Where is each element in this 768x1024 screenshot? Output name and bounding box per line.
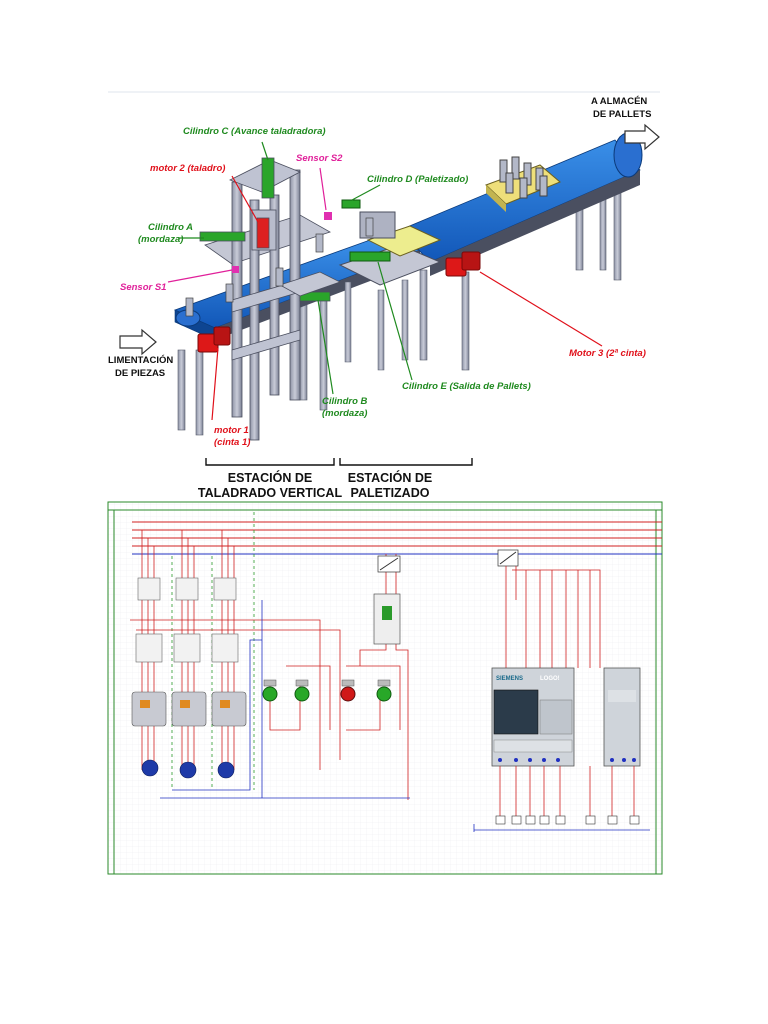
station-brackets	[205, 458, 473, 466]
palletizing-station	[338, 199, 442, 371]
label-store-line-2: DE PALLETS	[593, 109, 652, 120]
station-palletizing-line-1: ESTACIÓN DE	[347, 471, 433, 485]
store-arrow	[624, 123, 660, 151]
machine-illustration	[108, 91, 660, 466]
label-feed-line-2: DE PIEZAS	[115, 368, 166, 379]
feed-arrow	[119, 328, 157, 356]
station-palletizing-line-2: PALETIZADO	[350, 486, 430, 500]
circuit-breaker	[373, 549, 519, 645]
station-palletizing: ESTACIÓN DE PALETIZADO	[330, 471, 450, 501]
plc-model: LOGO!	[540, 676, 560, 682]
motor-1	[197, 326, 231, 353]
label-sensor-s1: Sensor S1	[120, 282, 167, 293]
sensor-s2	[324, 212, 332, 220]
label-sensor-s2: Sensor S2	[296, 153, 343, 164]
label-cylinder-a-sub: (mordaza)	[138, 234, 184, 245]
label-cylinder-e: Cilindro E (Salida de Pallets)	[402, 381, 531, 392]
label-feed-line-1: LIMENTACIÓN	[108, 355, 174, 366]
label-store-line-1: A ALMACÉN	[591, 96, 648, 107]
pallet-on-belt-2	[485, 156, 561, 212]
pushbuttons	[262, 679, 392, 702]
conveyor-belt-2	[399, 132, 643, 276]
plc-logo-main	[491, 667, 575, 767]
plc-brand: SIEMENS	[496, 676, 524, 682]
pieces-on-belt-1	[185, 217, 374, 317]
station-drilling: ESTACIÓN DE TALADRADO VERTICAL	[190, 471, 350, 501]
output-coils	[495, 815, 640, 825]
label-motor-1-sub: (cinta 1)	[214, 437, 251, 448]
label-motor-3: Motor 3 (2ª cinta)	[569, 348, 646, 359]
label-cylinder-b: Cilindro B	[322, 396, 368, 407]
motor-3	[445, 251, 481, 277]
label-motor-2: motor 2 (taladro)	[150, 163, 226, 174]
label-cylinder-d: Cilindro D (Paletizado)	[367, 174, 469, 185]
drilling-tower	[199, 157, 342, 441]
station-drilling-line-2: TALADRADO VERTICAL	[197, 486, 343, 500]
label-cylinder-a: Cilindro A	[148, 222, 194, 233]
plc-expansion-module	[603, 667, 641, 767]
sensor-s1	[232, 266, 239, 273]
label-motor-1: motor 1	[214, 425, 249, 436]
supply-rails	[132, 521, 662, 555]
station-drilling-line-1: ESTACIÓN DE	[227, 471, 313, 485]
motor-starter-columns	[131, 530, 247, 779]
label-cylinder-c: Cilindro C (Avance taladradora)	[183, 126, 326, 137]
label-cylinder-b-sub: (mordaza)	[322, 408, 368, 419]
